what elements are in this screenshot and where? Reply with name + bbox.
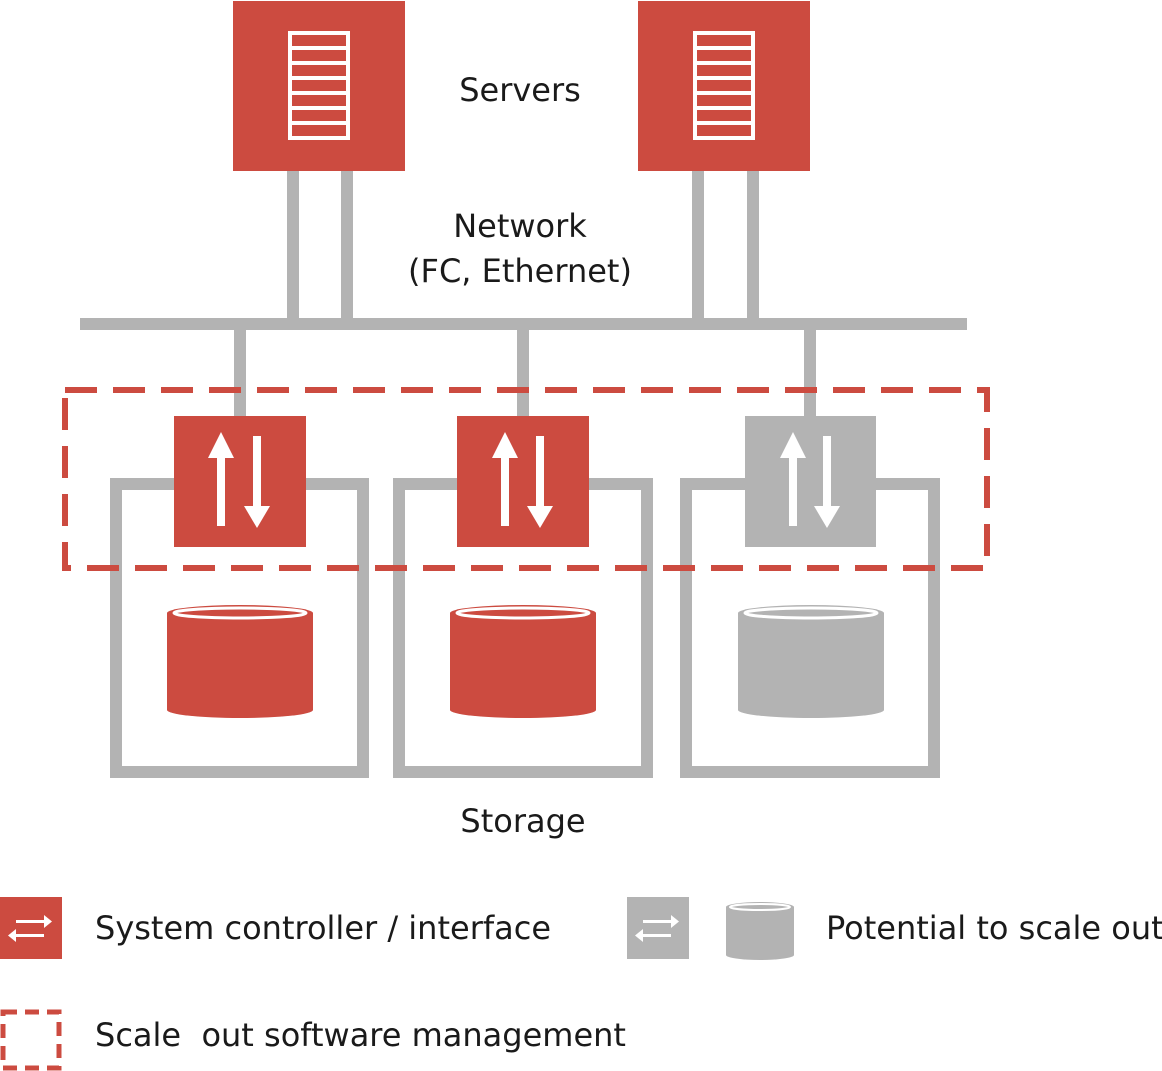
storage-3-link: [804, 330, 816, 418]
bidirectional-arrows-icon: [492, 432, 553, 528]
legend: System controller / interface Potential …: [0, 897, 1162, 1071]
disk-cylinder-icon: [726, 907, 794, 960]
network-label: Network: [453, 207, 587, 245]
legend-controller-swatch: [0, 897, 62, 959]
storage-label: Storage: [460, 802, 585, 840]
server-2: [638, 1, 810, 171]
legend-scale-out-label: Potential to scale out: [826, 909, 1162, 947]
server-1: [233, 1, 405, 171]
storage-1-link: [234, 330, 246, 418]
controller-3-box: [745, 416, 876, 547]
controller-2-box: [457, 416, 589, 547]
server-2-box: [638, 1, 810, 171]
server-1-box: [233, 1, 405, 171]
network-links: [80, 170, 967, 418]
disk-1: [167, 605, 313, 718]
server-rack-icon: [288, 31, 350, 140]
controller-2: [457, 416, 589, 547]
server-2-link-b: [747, 170, 759, 325]
exchange-arrows-icon: [8, 915, 52, 942]
legend-software-label: Scale out software management: [95, 1016, 626, 1054]
legend-potential-controller-swatch: [627, 897, 689, 959]
controller-3-potential: [745, 416, 876, 547]
server-rack-icon: [693, 31, 755, 140]
legend-controller-label: System controller / interface: [95, 909, 551, 947]
servers-label: Servers: [459, 71, 581, 109]
scale-out-management-boundary: [62, 387, 990, 571]
controller-1-box: [174, 416, 306, 547]
disk-cylinder-icon: [167, 613, 313, 718]
server-1-link-b: [341, 170, 353, 325]
disk-cylinder-icon: [450, 613, 596, 718]
legend-potential-disk-swatch: [726, 902, 794, 960]
server-1-link-a: [287, 170, 299, 325]
server-2-link-a: [692, 170, 704, 325]
network-sublabel: (FC, Ethernet): [408, 252, 632, 290]
controller-1: [174, 416, 306, 547]
disk-2: [450, 605, 596, 718]
exchange-arrows-icon: [635, 915, 679, 942]
disk-3-potential: [738, 605, 884, 718]
bidirectional-arrows-icon: [208, 432, 270, 528]
bidirectional-arrows-icon: [780, 432, 840, 528]
disk-cylinder-icon: [738, 613, 884, 718]
network-bus: [80, 318, 967, 330]
legend-dashed-swatch: [0, 1009, 62, 1071]
storage-2-link: [517, 330, 529, 418]
